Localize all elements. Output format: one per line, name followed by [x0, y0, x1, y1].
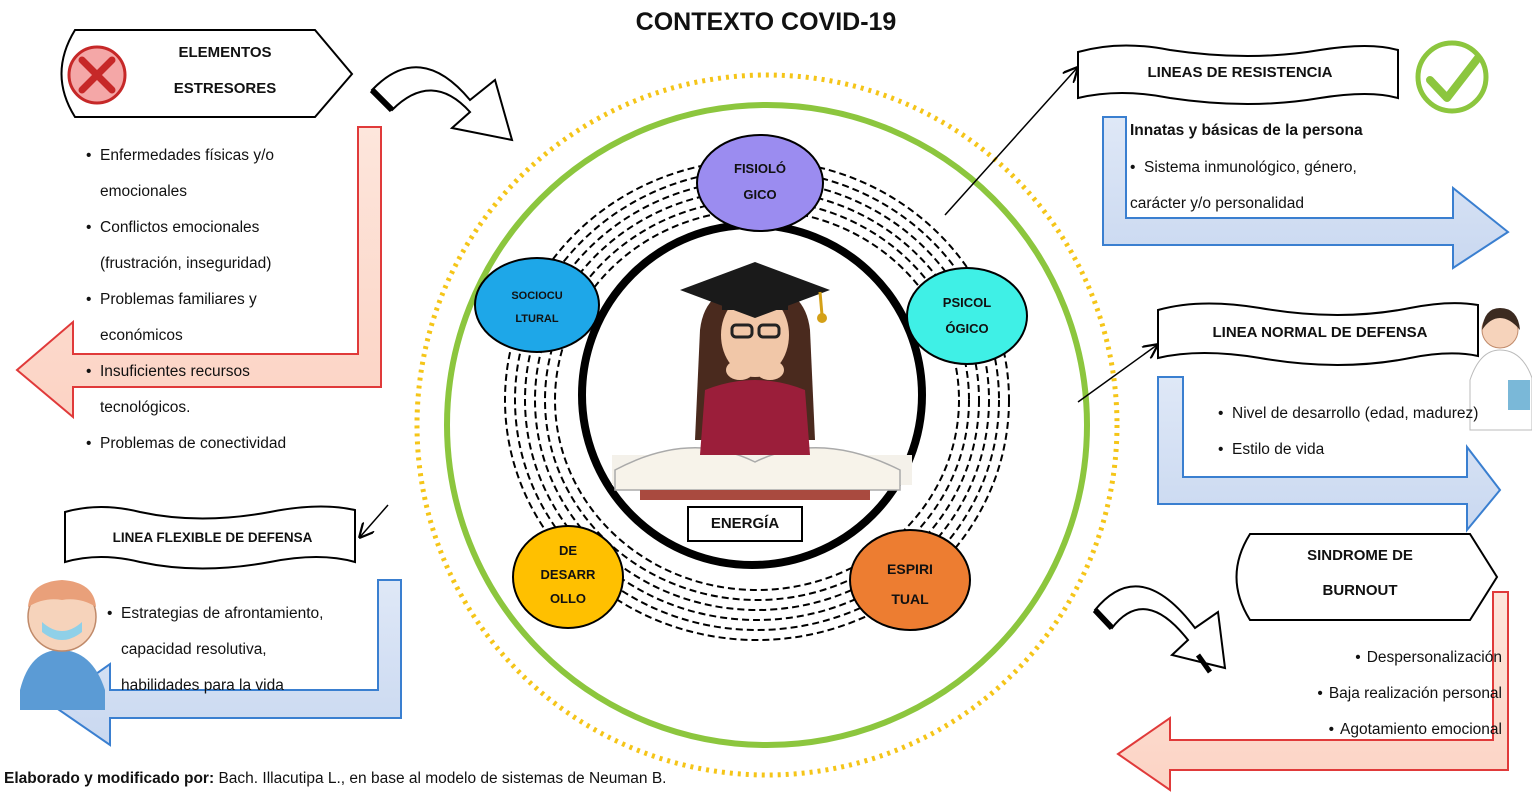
- stressors-box: [60, 29, 354, 118]
- normal-line-arrow: [1157, 376, 1502, 533]
- list-item: Problemas de conectividad: [86, 426, 286, 462]
- nurse-illustration: [20, 580, 105, 710]
- resistance-title: LINEAS DE RESISTENCIA: [1147, 64, 1333, 81]
- list-item: Problemas familiares y: [86, 282, 286, 318]
- connector-resistance: [944, 68, 1077, 216]
- connector-normal: [1077, 345, 1157, 403]
- page-title: CONTEXTO COVID-19: [635, 8, 897, 36]
- footer-bold: Elaborado y modificado por:: [4, 770, 215, 787]
- list-item: Estrategias de afrontamiento,: [107, 596, 323, 632]
- list-item: habilidades para la vida: [121, 677, 284, 694]
- resistance-subtitle: Innatas y básicas de la persona: [1130, 122, 1363, 139]
- list-item: económicos: [100, 327, 183, 344]
- list-item: Nivel de desarrollo (edad, madurez): [1218, 396, 1478, 432]
- burnout-title-2: BURNOUT: [1322, 582, 1398, 599]
- fisiologico-circle: [696, 134, 824, 232]
- list-item: emocionales: [100, 183, 188, 200]
- list-item: tecnológicos.: [100, 399, 191, 416]
- doctor-illustration: [1469, 308, 1532, 431]
- list-item: Agotamiento emocional: [1317, 712, 1502, 748]
- footer-credit: Elaborado y modificado por: Bach. Illacu…: [4, 770, 666, 788]
- desarrollo-label-1: DE: [558, 543, 578, 558]
- espiritual-circle: [849, 529, 971, 631]
- student-illustration: [612, 262, 912, 500]
- burnout-title-1: SINDROME DE: [1307, 547, 1413, 564]
- green-ring: [444, 102, 1090, 748]
- dotted-outer-ring: [414, 72, 1120, 778]
- desarrollo-circle: [512, 525, 624, 629]
- flexible-line-banner: [64, 505, 356, 570]
- curved-arrow-top: [369, 66, 514, 142]
- list-item: Sistema inmunológico, género,: [1130, 150, 1357, 186]
- list-item: Insuficientes recursos: [86, 354, 286, 390]
- check-icon: [1415, 40, 1489, 114]
- resistance-banner: [1077, 44, 1399, 105]
- desarrollo-label-3: OLLO: [549, 591, 587, 606]
- list-item: capacidad resolutiva,: [121, 641, 267, 658]
- espiritual-label-2: TUAL: [891, 591, 929, 607]
- stressors-list: Enfermedades físicas y/o emocionales Con…: [86, 138, 286, 462]
- energy-label: ENERGÍA: [710, 515, 780, 532]
- sociocultural-circle: [474, 257, 600, 353]
- sociocultural-label-2: LTURAL: [515, 313, 559, 325]
- psicologico-label-2: ÓGICO: [945, 321, 989, 336]
- list-item: Estilo de vida: [1218, 432, 1478, 468]
- normal-line-title: LINEA NORMAL DE DEFENSA: [1212, 324, 1428, 341]
- fisiologico-label-1: FISIOLÓ: [734, 161, 786, 176]
- sociocultural-label-1: SOCIOCU: [511, 290, 563, 302]
- energy-box: [687, 506, 803, 542]
- psicologico-label-1: PSICOL: [942, 295, 992, 310]
- burnout-box: [1235, 533, 1499, 621]
- flexible-line-list: Estrategias de afrontamiento, capacidad …: [107, 596, 323, 704]
- footer-text: Bach. Illacutipa L., en base al modelo d…: [214, 770, 667, 787]
- curved-arrow-bottom: [1092, 585, 1227, 674]
- normal-line-banner: [1157, 302, 1479, 366]
- stressors-title-1: ELEMENTOS: [178, 44, 272, 61]
- list-item: carácter y/o personalidad: [1130, 195, 1305, 212]
- list-item: (frustración, inseguridad): [100, 255, 272, 272]
- stressors-title-2: ESTRESORES: [173, 80, 277, 97]
- resistance-list: Sistema inmunológico, género, carácter y…: [1130, 150, 1357, 222]
- flexible-line-arrow: [50, 579, 402, 747]
- list-item: Conflictos emocionales: [86, 210, 286, 246]
- list-item: Despersonalización: [1317, 640, 1502, 676]
- list-item: Baja realización personal: [1317, 676, 1502, 712]
- psicologico-circle: [906, 267, 1028, 365]
- desarrollo-label-2: DESARR: [540, 567, 596, 582]
- resistance-arrow: [1102, 116, 1510, 270]
- list-item: Enfermedades físicas y/o: [86, 138, 286, 174]
- burnout-list: Despersonalización Baja realización pers…: [1317, 640, 1502, 748]
- espiritual-label-1: ESPIRI: [887, 561, 933, 577]
- flexible-line-title: LINEA FLEXIBLE DE DEFENSA: [112, 530, 313, 545]
- normal-line-list: Nivel de desarrollo (edad, madurez) Esti…: [1218, 396, 1478, 468]
- fisiologico-label-2: GICO: [743, 187, 777, 202]
- connector-flexible: [360, 504, 389, 537]
